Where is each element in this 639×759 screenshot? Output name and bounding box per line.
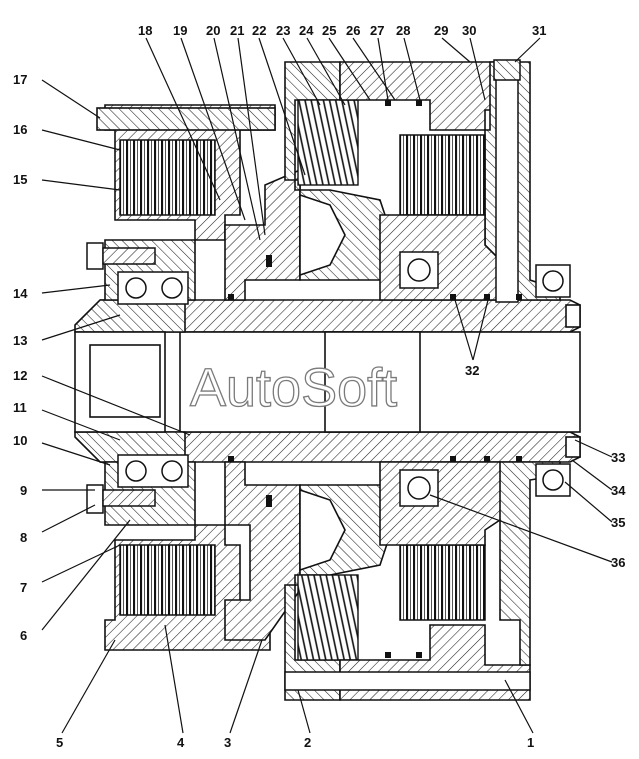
right-bearing-top	[399, 251, 571, 298]
flange-bolt-top	[86, 242, 156, 270]
callout-32: 32	[465, 363, 479, 378]
callout-28: 28	[396, 23, 410, 38]
watermark: AutoSoft	[190, 358, 397, 418]
left-disc-pack-top	[119, 139, 216, 216]
leader-lines	[41, 37, 613, 734]
left-bearing-bottom	[117, 454, 189, 488]
spring-pack-top	[297, 99, 359, 186]
right-disc-pack-top	[399, 134, 486, 216]
callout-26: 26	[346, 23, 360, 38]
callout-4: 4	[177, 735, 185, 750]
callout-labels: 1 2 3 4 5 6 7 8 9 10 11 12 13 14 15 16 1…	[13, 23, 626, 750]
right-bearing-bottom	[399, 463, 571, 507]
cover-bolt-head	[493, 59, 521, 81]
callout-23: 23	[276, 23, 290, 38]
callout-16: 16	[13, 122, 27, 137]
callout-8: 8	[20, 530, 27, 545]
callout-18: 18	[138, 23, 152, 38]
callout-20: 20	[206, 23, 220, 38]
callout-25: 25	[322, 23, 336, 38]
left-bearing-top	[117, 271, 189, 305]
callout-33: 33	[611, 450, 625, 465]
long-bolt-bottom	[284, 671, 531, 691]
callout-36: 36	[611, 555, 625, 570]
callout-1: 1	[527, 735, 534, 750]
callout-35: 35	[611, 515, 625, 530]
callout-31: 31	[532, 23, 546, 38]
flange-bolt-bottom	[86, 484, 156, 514]
spring-pack-bottom	[297, 574, 359, 661]
callout-27: 27	[370, 23, 384, 38]
callout-34: 34	[611, 483, 626, 498]
callout-22: 22	[252, 23, 266, 38]
callout-10: 10	[13, 433, 27, 448]
callout-24: 24	[299, 23, 314, 38]
callout-15: 15	[13, 172, 27, 187]
right-disc-pack-bottom	[399, 544, 486, 621]
callout-2: 2	[304, 735, 311, 750]
callout-29: 29	[434, 23, 448, 38]
callout-17: 17	[13, 72, 27, 87]
callout-3: 3	[224, 735, 231, 750]
callout-13: 13	[13, 333, 27, 348]
callout-7: 7	[20, 580, 27, 595]
callout-12: 12	[13, 368, 27, 383]
callout-9: 9	[20, 483, 27, 498]
cover-bolt-top	[495, 61, 519, 303]
callout-14: 14	[13, 286, 28, 301]
callout-21: 21	[230, 23, 244, 38]
callout-11: 11	[13, 400, 27, 415]
seal-rings	[228, 100, 522, 658]
callout-6: 6	[20, 628, 27, 643]
callout-30: 30	[462, 23, 476, 38]
left-disc-pack-bottom	[119, 544, 216, 616]
callout-19: 19	[173, 23, 187, 38]
callout-5: 5	[56, 735, 63, 750]
